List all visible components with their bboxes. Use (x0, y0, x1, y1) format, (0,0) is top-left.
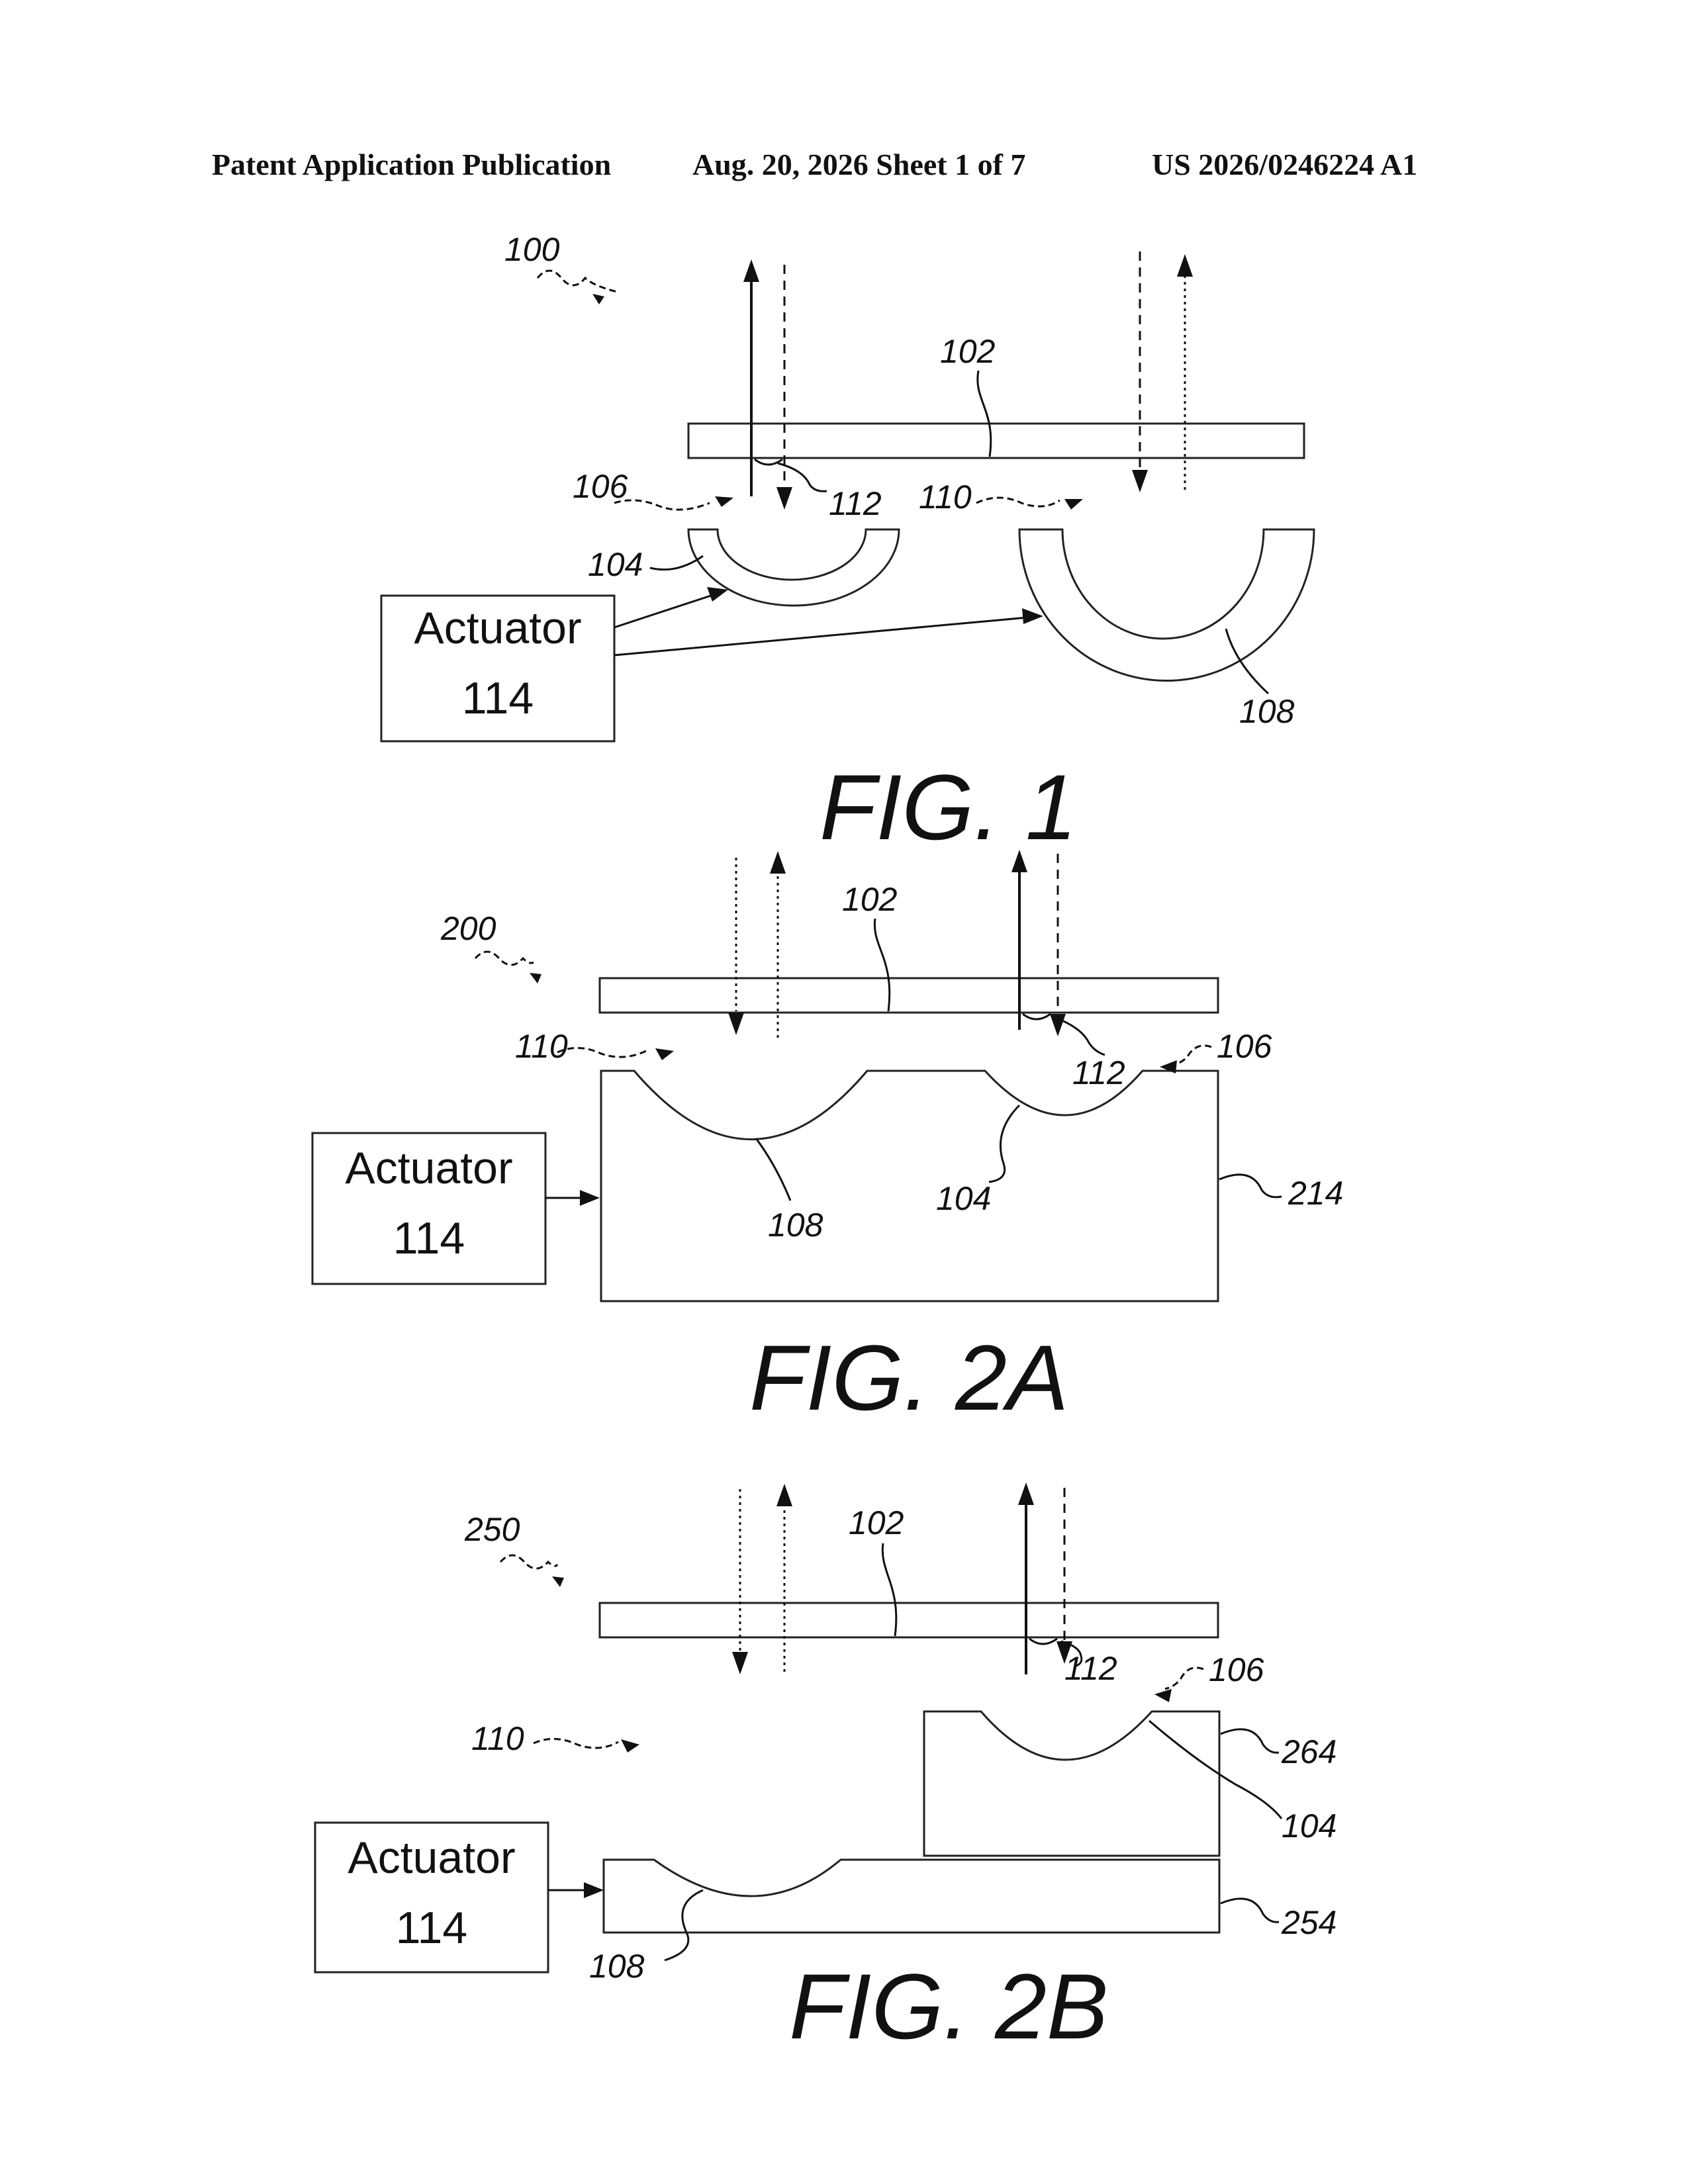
fig1-actuator-arrow-104 (707, 587, 728, 602)
fig2b-ref-106-arrowhead (1154, 1689, 1172, 1702)
fig2a-ref-106-leader (1172, 1046, 1211, 1064)
fig1: 100 102 106 112 110 104 108 (381, 231, 1314, 859)
fig1-caption: FIG. 1 (820, 755, 1077, 859)
fig2a-arrow-down-right (1050, 1014, 1066, 1036)
fig2a-actuator-label: Actuator (345, 1143, 512, 1193)
fig1-arrow-up-left (743, 259, 759, 282)
fig2b-ref-110: 110 (471, 1720, 524, 1757)
fig2b-ref-102: 102 (849, 1504, 904, 1541)
fig1-ref-102: 102 (940, 333, 996, 370)
fig2a-arrow-down-left (728, 1013, 744, 1035)
fig2a-ref-104-leader (989, 1105, 1019, 1182)
fig2a-ref-110-arrowhead (655, 1048, 674, 1060)
fig2a-actuator-arrow (580, 1190, 600, 1206)
fig2b-ref-108: 108 (589, 1948, 645, 1985)
fig2a-caption: FIG. 2A (749, 1326, 1068, 1430)
fig1-reflector-108 (1019, 529, 1314, 681)
fig2a-ref-214: 214 (1288, 1175, 1343, 1212)
fig1-ref-106-arrowhead (715, 496, 733, 507)
fig1-ref-112: 112 (829, 485, 882, 522)
fig2a-ref-200-leader (475, 952, 534, 965)
fig1-actuator-link-104 (614, 594, 715, 627)
fig2a-ref-108-leader (756, 1138, 790, 1201)
fig2b-block-264 (924, 1711, 1219, 1856)
fig2b-ref-254: 254 (1281, 1904, 1336, 1941)
fig1-actuator-ref: 114 (462, 673, 534, 723)
fig2b-ref-264-leader (1221, 1729, 1279, 1752)
fig2b-caption: FIG. 2B (789, 1954, 1108, 2058)
fig2a-ref-110: 110 (515, 1028, 568, 1065)
fig2b-ref-108-leader (665, 1890, 703, 1960)
fig2b-actuator-ref: 114 (396, 1903, 467, 1953)
fig2b-reflection-112 (1029, 1639, 1057, 1644)
fig1-ref-100: 100 (504, 231, 560, 268)
fig2a: 200 102 110 112 106 108 104 214 A (312, 850, 1343, 1430)
fig2a-ref-106: 106 (1217, 1028, 1272, 1065)
fig1-ref-106-leader (614, 500, 710, 510)
fig2b-ref-110-arrowhead (621, 1739, 639, 1752)
fig1-plate (688, 424, 1304, 458)
fig2b-actuator-label: Actuator (348, 1833, 515, 1883)
fig1-arrow-up-right (1177, 254, 1193, 277)
fig1-ref-108: 108 (1239, 693, 1295, 730)
fig2a-reflection-112 (1023, 1014, 1051, 1019)
fig1-ref-108-leader (1226, 629, 1268, 694)
fig1-actuator-label: Actuator (414, 603, 581, 653)
fig2b-plate (600, 1603, 1218, 1637)
fig2b-ref-254-leader (1221, 1899, 1279, 1922)
fig1-ref-110-leader (976, 498, 1060, 506)
fig1-actuator-arrow-108 (1022, 608, 1043, 624)
fig1-ref-104: 104 (588, 546, 643, 583)
fig1-ref-106: 106 (573, 468, 628, 505)
fig2a-ref-214-leader (1219, 1175, 1282, 1197)
fig2a-actuator-ref: 114 (393, 1213, 465, 1263)
fig1-actuator-link-108 (614, 617, 1027, 655)
fig1-ref-100-arrowhead (592, 294, 604, 304)
fig1-arrow-down-right (1132, 470, 1148, 492)
fig2b-ref-250-arrowhead (552, 1576, 564, 1587)
fig2b-arrow-down-left (732, 1652, 748, 1674)
fig2b-ref-112: 112 (1064, 1650, 1117, 1687)
fig2a-ref-110-leader (557, 1048, 646, 1057)
fig2a-arrow-up-left (770, 851, 786, 874)
fig2a-ref-112-leader (1056, 1018, 1105, 1055)
fig1-ref-102-leader (978, 371, 991, 457)
fig2a-ref-102-leader (874, 919, 889, 1011)
fig2b-ref-250-leader (500, 1555, 557, 1569)
fig2b-ref-104: 104 (1282, 1807, 1336, 1844)
fig2a-ref-200-arrowhead (530, 973, 541, 983)
fig2b-ref-264: 264 (1281, 1733, 1336, 1770)
fig2b-ref-250: 250 (464, 1511, 520, 1548)
fig2a-ref-112: 112 (1072, 1054, 1125, 1091)
fig2b-ref-106: 106 (1209, 1651, 1264, 1688)
fig2a-ref-108: 108 (768, 1206, 823, 1244)
fig2a-plate (600, 978, 1218, 1013)
fig1-arrow-down-left (776, 487, 792, 510)
fig2a-ref-200: 200 (440, 910, 496, 947)
fig2b-arrow-up-right (1018, 1482, 1034, 1505)
fig2b-ref-102-leader (882, 1543, 896, 1636)
fig2a-ref-104: 104 (936, 1180, 991, 1217)
fig2b-arrow-up-left (776, 1484, 792, 1506)
fig2a-substrate-214 (601, 1071, 1218, 1301)
fig1-ref-100-leader (538, 271, 620, 293)
fig1-ref-110: 110 (919, 478, 972, 516)
fig2b-ref-104-leader (1149, 1721, 1282, 1819)
fig2b-actuator-arrow (584, 1882, 604, 1898)
fig2b-ref-110-leader (534, 1739, 618, 1748)
fig1-ref-110-arrowhead (1064, 499, 1083, 510)
fig2b: 250 102 112 106 110 264 104 254 108 (315, 1482, 1336, 2058)
fig2b-base-254 (604, 1860, 1219, 1933)
fig2a-ref-102: 102 (842, 881, 898, 918)
fig2b-ref-106-leader (1165, 1668, 1203, 1689)
